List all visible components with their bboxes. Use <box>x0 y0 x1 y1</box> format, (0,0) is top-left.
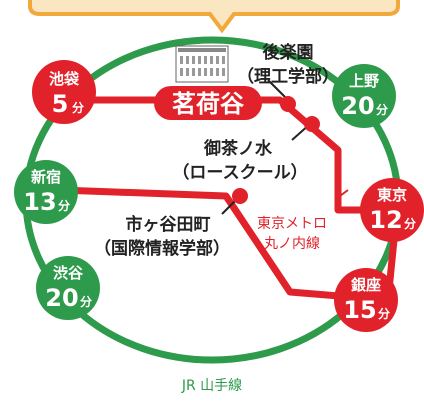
ichigaya-campus: 市ヶ谷田町 （国際情報学部） <box>94 214 230 259</box>
korakuen-dot <box>280 96 296 112</box>
station-tokyo: 東京 12 分 <box>360 178 424 242</box>
ochanomizu-dot <box>304 116 320 132</box>
svg-text:分: 分 <box>80 294 92 309</box>
ochanomizu-campus: 御茶ノ水 （ロースクール） <box>172 138 307 183</box>
svg-text:分: 分 <box>72 100 84 115</box>
leader-korakuen <box>267 79 289 101</box>
building-icon <box>175 45 229 83</box>
ochanomizu-faculty: （ロースクール） <box>172 162 307 183</box>
station-shibuya: 渋谷 20 分 <box>36 256 100 320</box>
marunouchi-label-2: 丸ノ内線 <box>264 236 320 252</box>
svg-text:15: 15 <box>343 296 376 324</box>
svg-text:東京: 東京 <box>377 186 407 204</box>
ichigaya-faculty: （国際情報学部） <box>94 238 230 259</box>
marunouchi-label-1: 東京メトロ <box>257 216 327 232</box>
svg-text:池袋: 池袋 <box>49 70 80 88</box>
station-ginza: 銀座 15 分 <box>334 268 398 332</box>
svg-text:20: 20 <box>45 284 78 312</box>
svg-text:分: 分 <box>58 198 70 213</box>
station-ikebukuro: 池袋 5 分 <box>32 60 96 124</box>
korakuen-campus: 後楽園 （理工学部） <box>237 42 339 87</box>
svg-text:新宿: 新宿 <box>31 168 61 186</box>
svg-text:13: 13 <box>23 188 56 216</box>
yamanote-label: JR 山手線 <box>181 378 242 394</box>
callout-pointer <box>28 0 400 34</box>
callout-bubble <box>28 0 400 34</box>
svg-text:分: 分 <box>378 306 390 321</box>
svg-text:5: 5 <box>52 90 69 118</box>
station-shinjuku: 新宿 13 分 <box>14 160 78 224</box>
korakuen-name: 後楽園 <box>263 42 314 63</box>
ichigaya-dot <box>232 188 248 204</box>
svg-text:12: 12 <box>369 206 402 234</box>
svg-text:渋谷: 渋谷 <box>53 264 84 282</box>
myogadani-station: 茗荷谷 <box>154 86 262 120</box>
korakuen-faculty: （理工学部） <box>237 66 339 87</box>
leader-marunouchi <box>339 189 349 197</box>
svg-text:20: 20 <box>341 92 374 120</box>
svg-text:分: 分 <box>404 216 416 231</box>
svg-text:銀座: 銀座 <box>351 276 381 294</box>
ochanomizu-name: 御茶ノ水 <box>203 138 273 159</box>
svg-text:上野: 上野 <box>349 72 379 90</box>
station-ueno: 上野 20 分 <box>332 64 396 128</box>
ichigaya-name: 市ヶ谷田町 <box>126 214 211 235</box>
svg-text:分: 分 <box>376 102 388 117</box>
myogadani-label: 茗荷谷 <box>172 90 245 118</box>
